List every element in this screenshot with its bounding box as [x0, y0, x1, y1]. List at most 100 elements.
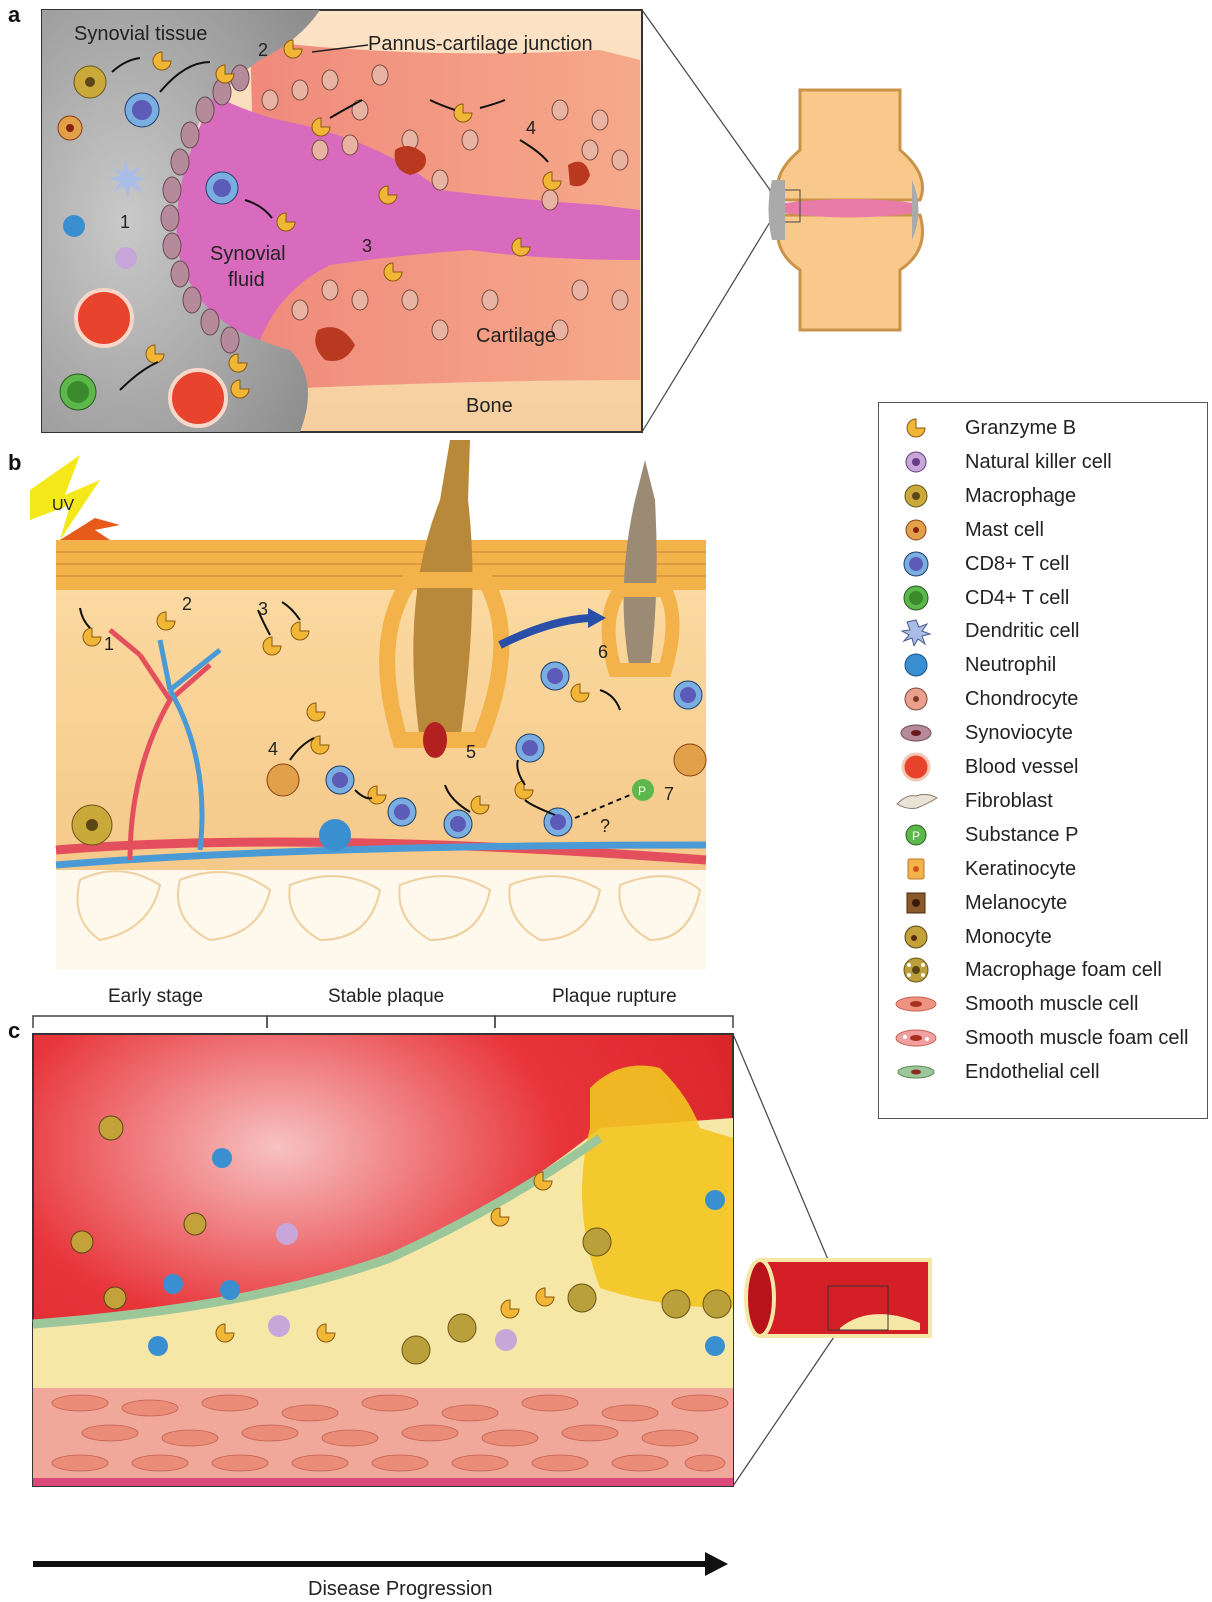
marker-3: 3 — [258, 599, 268, 619]
legend-item: Melanocyte — [879, 886, 1209, 920]
legend-label: Melanocyte — [965, 892, 1067, 915]
legend-label: CD4+ T cell — [965, 587, 1069, 610]
legend-label: Granzyme B — [965, 417, 1076, 440]
legend-item: P Substance P — [879, 818, 1209, 852]
neutrophil-icon — [893, 650, 939, 680]
mast-cell — [674, 744, 706, 776]
mast-cell-icon — [893, 515, 939, 545]
legend-label: Endothelial cell — [965, 1061, 1100, 1084]
legend-item: Blood vessel — [879, 750, 1209, 784]
smooth-muscle-cell-icon — [893, 989, 939, 1019]
neutrophil — [319, 819, 351, 851]
legend-item: Dendritic cell — [879, 614, 1209, 648]
legend-label: Substance P — [965, 824, 1078, 847]
legend-label: Macrophage foam cell — [965, 959, 1162, 982]
substance-p-icon: P — [893, 820, 939, 850]
stage-rupture: Plaque rupture — [552, 986, 677, 1008]
marker-3: 3 — [362, 236, 372, 256]
legend-item: Mast cell — [879, 513, 1209, 547]
legend-item: Natural killer cell — [879, 445, 1209, 479]
legend-item: CD4+ T cell — [879, 581, 1209, 615]
cd8-t-cell-icon — [893, 549, 939, 579]
stage-stable: Stable plaque — [328, 986, 444, 1008]
neutrophil — [63, 215, 85, 237]
panel-b-illustration: UV P 1 2 3 4 5 6 7 — [0, 440, 720, 970]
legend-label: Smooth muscle cell — [965, 993, 1138, 1016]
label-synovial-fluid-2: fluid — [228, 269, 265, 291]
marker-1: 1 — [120, 212, 130, 232]
marker-7: 7 — [664, 784, 674, 804]
label-uv: UV — [52, 497, 75, 514]
svg-text:P: P — [638, 784, 646, 798]
mast-cell — [267, 764, 299, 796]
legend-label: Synoviocyte — [965, 722, 1073, 745]
marker-question: ? — [600, 816, 610, 836]
marker-2: 2 — [258, 40, 268, 60]
granzyme-b-icon — [893, 413, 939, 443]
legend-item: Macrophage — [879, 479, 1209, 513]
legend-label: Neutrophil — [965, 654, 1056, 677]
marker-4: 4 — [526, 118, 536, 138]
legend-item: Chondrocyte — [879, 682, 1209, 716]
smooth-muscle-foam-cell-icon — [893, 1023, 939, 1053]
legend-label: Smooth muscle foam cell — [965, 1027, 1188, 1050]
panel-c-illustration — [0, 1008, 960, 1602]
legend-item: Granzyme B — [879, 411, 1209, 445]
legend-item: Synoviocyte — [879, 716, 1209, 750]
nk-cell — [115, 247, 137, 269]
blood-vessel-icon — [893, 752, 939, 782]
cd4-t-cell-icon — [893, 583, 939, 613]
legend-label: Keratinocyte — [965, 858, 1076, 881]
stage-early: Early stage — [108, 986, 203, 1008]
marker-2: 2 — [182, 594, 192, 614]
label-synovial-tissue: Synovial tissue — [74, 23, 207, 45]
legend: Granzyme B Natural killer cellMacrophageM… — [878, 402, 1208, 1119]
nk-cell — [276, 1223, 298, 1245]
legend-item: Keratinocyte — [879, 852, 1209, 886]
marker-4: 4 — [268, 739, 278, 759]
label-cartilage: Cartilage — [476, 325, 556, 347]
artery-illustration — [746, 1260, 930, 1336]
keratinocyte-icon — [893, 854, 939, 884]
legend-label: Mast cell — [965, 519, 1044, 542]
nk-cell — [495, 1329, 517, 1351]
stage-brackets — [33, 1016, 733, 1028]
marker-5: 5 — [466, 742, 476, 762]
melanocyte-icon — [893, 888, 939, 918]
fibroblast-icon — [893, 786, 939, 816]
legend-item: Neutrophil — [879, 648, 1209, 682]
label-synovial-fluid-1: Synovial — [210, 243, 286, 265]
nk-cell-icon — [893, 447, 939, 477]
legend-item: CD8+ T cell — [879, 547, 1209, 581]
legend-label: CD8+ T cell — [965, 553, 1069, 576]
legend-item: Monocyte — [879, 920, 1209, 954]
legend-item: Endothelial cell — [879, 1055, 1209, 1089]
legend-label: Blood vessel — [965, 756, 1078, 779]
label-bone: Bone — [466, 395, 513, 417]
legend-item: Macrophage foam cell — [879, 953, 1209, 987]
legend-label: Macrophage — [965, 485, 1076, 508]
panel-a-illustration: 1 2 3 4 Synovial tissue Pannus-cartilage… — [0, 0, 1212, 440]
legend-item: Smooth muscle cell — [879, 987, 1209, 1021]
legend-item: Smooth muscle foam cell — [879, 1021, 1209, 1055]
macrophage-foam-cell-icon — [893, 955, 939, 985]
monocyte-icon — [893, 922, 939, 952]
legend-label: Natural killer cell — [965, 451, 1112, 474]
label-pannus-junction: Pannus-cartilage junction — [368, 33, 593, 55]
svg-text:P: P — [912, 829, 920, 843]
legend-label: Monocyte — [965, 926, 1052, 949]
marker-1: 1 — [104, 634, 114, 654]
legend-label: Dendritic cell — [965, 620, 1079, 643]
chondrocyte-icon — [893, 684, 939, 714]
legend-item: Fibroblast — [879, 784, 1209, 818]
macrophage-icon — [893, 481, 939, 511]
marker-6: 6 — [598, 642, 608, 662]
synoviocyte-icon — [893, 718, 939, 748]
legend-label: Chondrocyte — [965, 688, 1078, 711]
knee-joint-illustration — [769, 90, 923, 330]
endothelial-cell-icon — [893, 1057, 939, 1087]
disease-progression-label: Disease Progression — [308, 1578, 493, 1601]
dendritic-cell-icon — [893, 616, 939, 646]
nk-cell — [268, 1315, 290, 1337]
legend-label: Fibroblast — [965, 790, 1053, 813]
